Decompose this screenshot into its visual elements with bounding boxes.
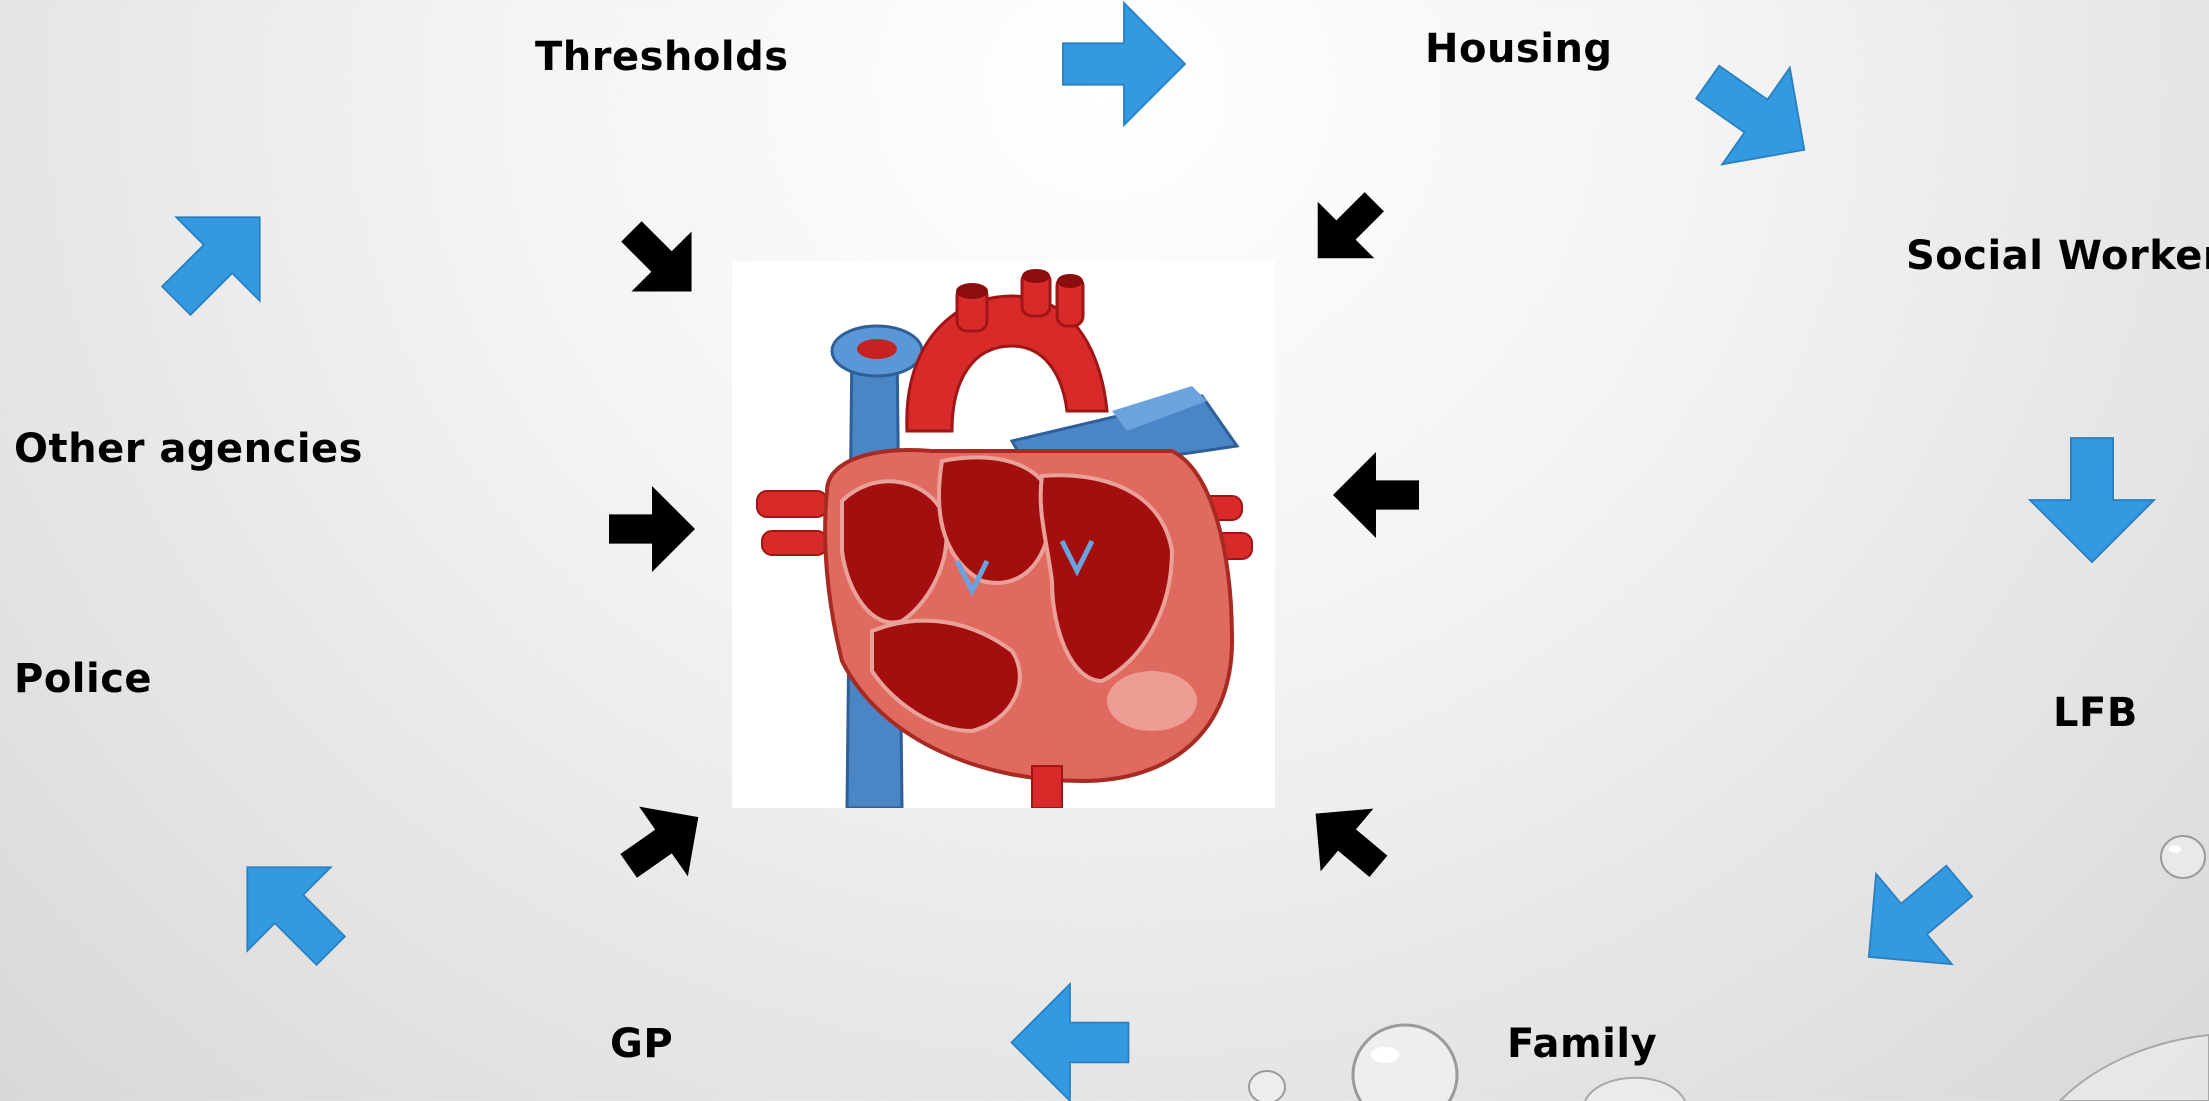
cycle-arrow-icon: [1831, 836, 1997, 1002]
water-drop-decoration: [1580, 1065, 1690, 1101]
inward-arrow-icon: [1333, 450, 1419, 540]
node-label-housing: Housing: [1425, 26, 1613, 72]
node-label-other-agencies: Other agencies: [14, 426, 363, 472]
node-label-social-worker: Social Worker: [1906, 233, 2209, 279]
water-drop-decoration: [1345, 1020, 1465, 1101]
heart-illustration: [732, 261, 1275, 808]
cycle-arrow-icon: [1062, 0, 1187, 128]
water-drop-decoration: [2058, 1030, 2209, 1101]
node-label-lfb: LFB: [2053, 690, 2138, 736]
node-label-police: Police: [14, 656, 153, 702]
node-label-thresholds: Thresholds: [535, 34, 789, 80]
cycle-arrow-icon: [1010, 981, 1130, 1101]
cycle-arrow-icon: [135, 176, 302, 343]
inward-arrow-icon: [601, 201, 721, 321]
node-label-gp: GP: [610, 1021, 674, 1067]
inward-arrow-icon: [1289, 782, 1405, 898]
cycle-arrow-icon: [206, 826, 373, 993]
node-label-family: Family: [1507, 1021, 1658, 1067]
inward-arrow-icon: [604, 782, 722, 900]
inward-arrow-icon: [1289, 173, 1402, 286]
cycle-arrow-icon: [1674, 34, 1838, 198]
water-drop-decoration: [2155, 832, 2209, 882]
inward-arrow-icon: [609, 484, 695, 574]
water-drop-decoration: [1245, 1065, 1289, 1101]
cycle-arrow-icon: [2027, 437, 2157, 564]
